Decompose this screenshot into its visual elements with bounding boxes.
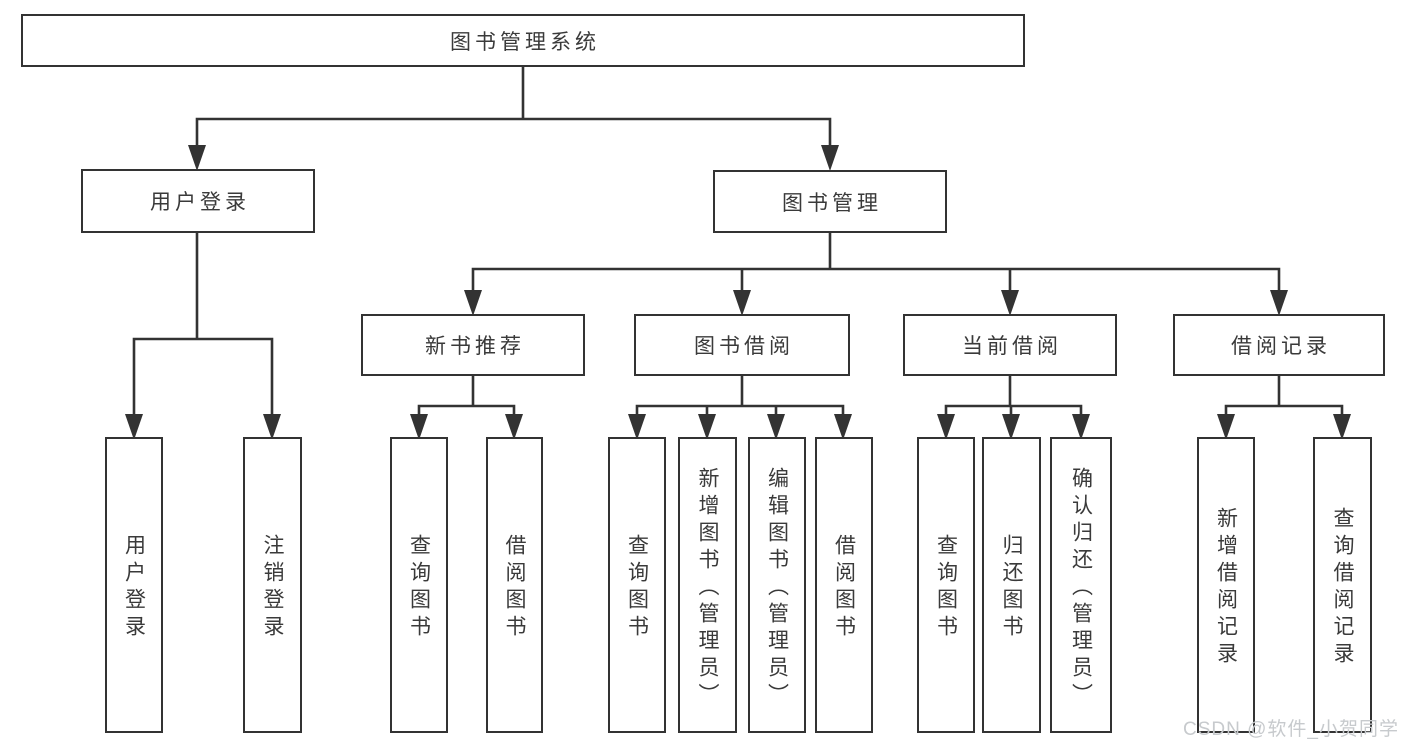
arrow-down-icon <box>1333 414 1351 440</box>
leaf-logout: 注销登录 <box>243 437 302 733</box>
edge-new-books-to-leaves <box>410 376 523 440</box>
arrow-down-icon <box>1270 290 1288 316</box>
arrow-down-icon <box>767 414 785 440</box>
edge-borrow-records-to-leaves <box>1217 376 1351 440</box>
node-current-borrow: 当前借阅 <box>903 314 1117 376</box>
leaf-query-books-current: 查询图书 <box>917 437 975 733</box>
edge-book-management-to-level3 <box>464 233 1288 316</box>
leaf-edit-books-admin: 编辑图书（管理员） <box>748 437 806 733</box>
node-user-login: 用户登录 <box>81 169 315 233</box>
edge-current-borrow-to-leaves <box>937 376 1090 440</box>
arrow-down-icon <box>937 414 955 440</box>
node-book-borrow: 图书借阅 <box>634 314 850 376</box>
arrow-down-icon <box>821 145 839 171</box>
leaf-add-borrow-record: 新增借阅记录 <box>1197 437 1255 733</box>
leaf-query-books-borrow: 查询图书 <box>608 437 666 733</box>
arrow-down-icon <box>125 414 143 440</box>
arrow-down-icon <box>464 290 482 316</box>
arrow-down-icon <box>628 414 646 440</box>
leaf-query-borrow-record: 查询借阅记录 <box>1313 437 1372 733</box>
csdn-watermark: CSDN @软件_小贺同学 <box>1183 719 1399 740</box>
leaf-user-login: 用户登录 <box>105 437 163 733</box>
arrow-down-icon <box>1217 414 1235 440</box>
arrow-down-icon <box>834 414 852 440</box>
arrow-down-icon <box>505 414 523 440</box>
node-root-library-system: 图书管理系统 <box>21 14 1025 67</box>
node-book-management: 图书管理 <box>713 170 947 233</box>
arrow-down-icon <box>1001 290 1019 316</box>
node-borrow-records: 借阅记录 <box>1173 314 1385 376</box>
arrow-down-icon <box>410 414 428 440</box>
leaf-query-books-recommend: 查询图书 <box>390 437 448 733</box>
arrow-down-icon <box>733 290 751 316</box>
leaf-borrow-books-recommend: 借阅图书 <box>486 437 543 733</box>
edge-user-login-to-leaves <box>125 233 281 440</box>
edge-root-to-level2 <box>188 67 839 171</box>
leaf-confirm-return-admin: 确认归还（管理员） <box>1050 437 1112 733</box>
arrow-down-icon <box>1002 414 1020 440</box>
node-new-book-recommend: 新书推荐 <box>361 314 585 376</box>
leaf-borrow-books: 借阅图书 <box>815 437 873 733</box>
arrow-down-icon <box>263 414 281 440</box>
edge-book-borrow-to-leaves <box>628 376 852 440</box>
leaf-add-books-admin: 新增图书（管理员） <box>678 437 737 733</box>
arrow-down-icon <box>698 414 716 440</box>
arrow-down-icon <box>1072 414 1090 440</box>
arrow-down-icon <box>188 145 206 171</box>
leaf-return-books: 归还图书 <box>982 437 1041 733</box>
